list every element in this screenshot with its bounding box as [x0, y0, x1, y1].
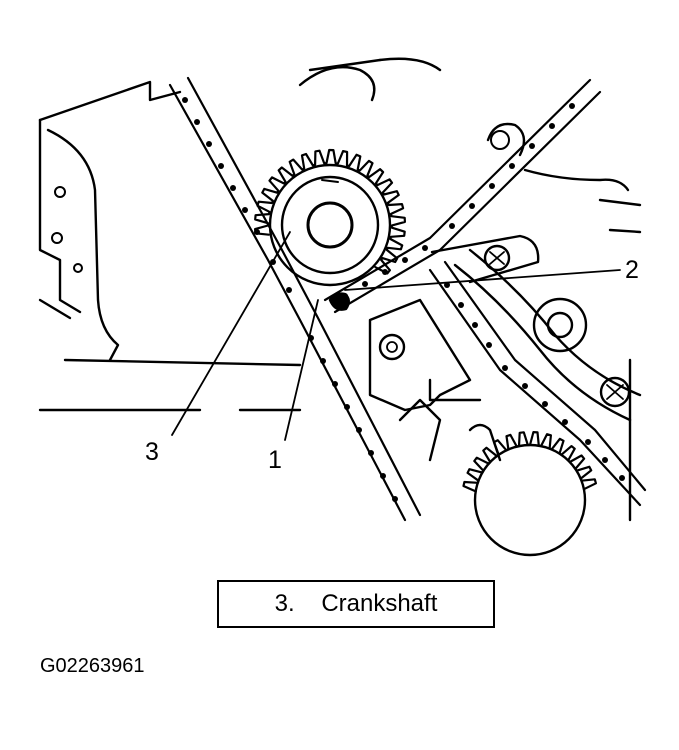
callout-3: 3	[145, 438, 159, 466]
caption-box: 3. Crankshaft	[217, 580, 495, 628]
callout-2: 2	[625, 256, 639, 284]
crankshaft-sprocket	[254, 148, 406, 287]
leader-3	[171, 231, 291, 436]
engine-block-outline	[38, 57, 642, 522]
caption-text: Crankshaft	[321, 590, 438, 617]
callout-leaders	[171, 231, 621, 441]
gear-teeth	[462, 431, 597, 493]
callout-1: 1	[268, 446, 282, 474]
block-holes	[51, 130, 510, 273]
timing-chain-illustration	[38, 57, 647, 557]
lower-gear	[398, 398, 597, 557]
chain-tensioner	[430, 234, 642, 422]
figure-id: G02263961	[40, 655, 145, 677]
gear-teeth	[254, 148, 406, 275]
leader-2	[344, 269, 621, 291]
caption-number: 3.	[274, 590, 295, 617]
timing-chain	[168, 76, 647, 522]
chain-guide-bracket	[328, 292, 482, 412]
leader-1	[284, 299, 319, 441]
